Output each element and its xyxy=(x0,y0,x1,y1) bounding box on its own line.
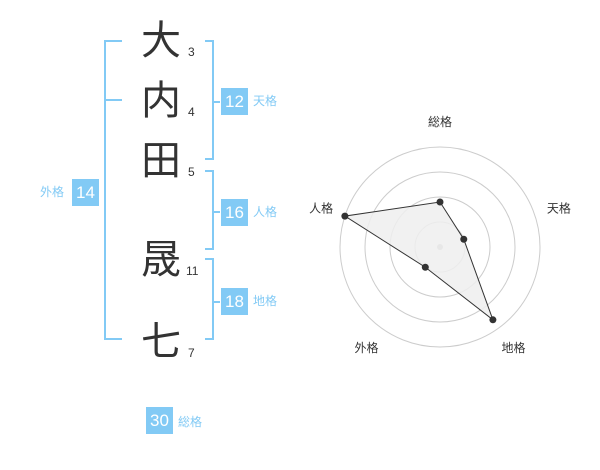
soukaku-badge: 30 xyxy=(146,407,173,434)
gaikaku-bracket-tick xyxy=(104,99,122,101)
name-char-2: 内 xyxy=(141,78,181,124)
radar-ring xyxy=(339,146,541,348)
stroke-count-5: 7 xyxy=(188,346,195,360)
jinkaku-label: 人格 xyxy=(253,205,278,219)
stroke-count-3: 5 xyxy=(188,165,195,179)
radar-point xyxy=(489,316,497,324)
chikaku-bracket-tick xyxy=(212,301,220,303)
radar-ring xyxy=(389,196,491,298)
radar-polygon xyxy=(343,201,494,322)
tenkaku-bracket xyxy=(205,40,214,160)
gaikaku-label: 外格 xyxy=(40,185,65,199)
stroke-count-4: 11 xyxy=(186,264,199,278)
radar-axis-label: 天格 xyxy=(547,200,571,215)
stroke-count-2: 4 xyxy=(188,105,195,119)
tenkaku-badge: 12 xyxy=(221,88,248,115)
radar-point xyxy=(460,235,468,243)
gaikaku-bracket xyxy=(104,40,122,340)
chikaku-badge: 18 xyxy=(221,288,248,315)
jinkaku-badge: 16 xyxy=(221,199,248,226)
radar-shape xyxy=(341,198,497,324)
tenkaku-label: 天格 xyxy=(253,94,278,108)
radar-point xyxy=(341,212,349,220)
radar-axis-label: 人格 xyxy=(309,200,333,215)
gaikaku-badge: 14 xyxy=(72,179,99,206)
radar-point xyxy=(436,198,444,206)
radar-axis-label: 総格 xyxy=(428,114,452,129)
radar-point xyxy=(421,263,429,271)
name-char-5: 七 xyxy=(141,319,181,365)
chikaku-bracket xyxy=(205,258,214,340)
radar-axis-label: 外格 xyxy=(355,340,379,355)
chikaku-label: 地格 xyxy=(253,294,278,308)
name-char-3: 田 xyxy=(141,138,181,184)
jinkaku-bracket-tick xyxy=(212,211,220,213)
radar-axis-label: 地格 xyxy=(501,340,525,355)
stroke-count-1: 3 xyxy=(188,45,195,59)
name-char-1: 大 xyxy=(141,18,181,64)
name-char-4: 晟 xyxy=(141,237,181,283)
jinkaku-bracket xyxy=(205,170,214,250)
radar-ring xyxy=(364,171,516,323)
soukaku-label: 総格 xyxy=(178,415,203,429)
tenkaku-bracket-tick xyxy=(212,101,220,103)
